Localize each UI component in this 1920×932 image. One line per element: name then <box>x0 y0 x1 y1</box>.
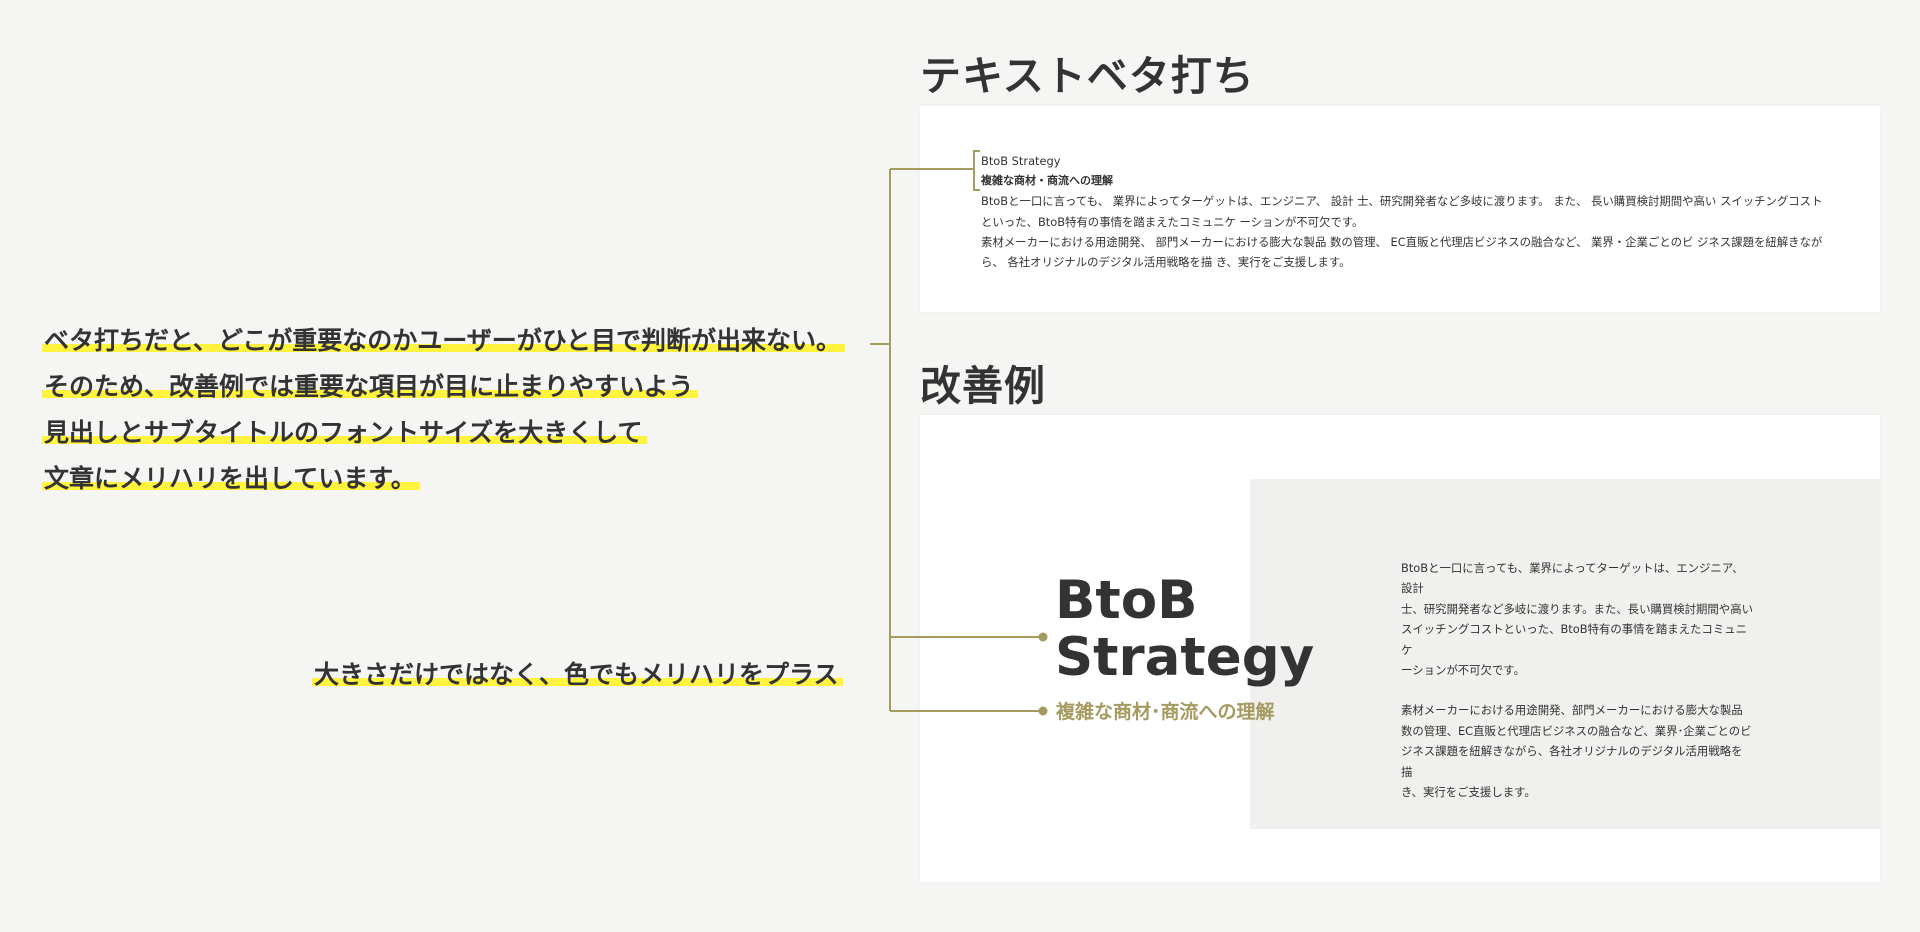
plain-line: BtoBと一口に言っても、 業界によってターゲットは、エンジニア、 設計 士、研… <box>981 194 1823 209</box>
plain-bracket <box>973 150 980 191</box>
improved-title: BtoB Strategy <box>1055 572 1314 686</box>
annotation-line: 文章にメリハリを出しています。 <box>42 456 845 502</box>
connector-dot <box>1038 706 1048 716</box>
improved-paragraph: 素材メーカーにおける用途開発、部門メーカーにおける膨大な製品 数の管理、EC直販… <box>1401 700 1753 802</box>
improved-paragraph: BtoBと一口に言っても、業界によってターゲットは、エンジニア、設計 士、研究開… <box>1401 558 1753 680</box>
plain-line: 素材メーカーにおける用途開発、 部門メーカーにおける膨大な製品 数の管理、 EC… <box>981 234 1823 249</box>
plain-text-body: BtoB Strategy 複雑な商材・商流への理解 BtoBと一口に言っても、… <box>981 151 1823 272</box>
improved-section-title: 改善例 <box>920 362 1046 410</box>
connector-dot <box>1038 632 1048 642</box>
improved-title-line: BtoB <box>1055 570 1198 631</box>
paragraph-line: 素材メーカーにおける用途開発、部門メーカーにおける膨大な製品 <box>1401 703 1743 718</box>
highlight-text: 見出しとサブタイトルのフォントサイズを大きくして <box>42 418 647 447</box>
improved-title-line: Strategy <box>1055 627 1315 688</box>
highlight-text: 文章にメリハリを出しています。 <box>42 464 420 493</box>
annotation-line: 大きさだけではなく、色でもメリハリをプラス <box>312 652 843 698</box>
annotation-line: ベタ打ちだと、どこが重要なのかユーザーがひと目で判断が出来ない。 <box>42 318 846 364</box>
improved-subtitle: 複雑な商材･商流への理解 <box>1056 701 1275 723</box>
paragraph-line: き、実行をご支援します。 <box>1401 785 1536 800</box>
highlight-text: ベタ打ちだと、どこが重要なのかユーザーがひと目で判断が出来ない。 <box>42 326 846 355</box>
plain-title: BtoB Strategy <box>981 154 1061 168</box>
annotation-main: ベタ打ちだと、どこが重要なのかユーザーがひと目で判断が出来ない。 そのため、改善… <box>42 318 846 502</box>
highlight-text: 大きさだけではなく、色でもメリハリをプラス <box>312 660 843 689</box>
plain-line: といった、BtoB特有の事情を踏まえたコミュニケ ーションが不可欠です。 <box>981 214 1364 229</box>
plain-subtitle: 複雑な商材・商流への理解 <box>981 174 1113 188</box>
plain-line: ら、 各社オリジナルのデジタル活用戦略を描 き、実行をご支援します。 <box>981 255 1351 270</box>
paragraph-line: BtoBと一口に言っても、業界によってターゲットは、エンジニア、設計 <box>1401 561 1744 596</box>
annotation-line: 見出しとサブタイトルのフォントサイズを大きくして <box>42 410 845 456</box>
plain-text-panel <box>920 106 1880 312</box>
improved-body: BtoBと一口に言っても、業界によってターゲットは、エンジニア、設計 士、研究開… <box>1401 558 1753 822</box>
annotation-line: そのため、改善例では重要な項目が目に止まりやすいよう <box>42 364 845 410</box>
annotation-color: 大きさだけではなく、色でもメリハリをプラス <box>312 652 843 698</box>
paragraph-line: 士、研究開発者など多岐に渡ります。また、長い購買検討期間や高い <box>1401 601 1753 616</box>
body-background <box>1250 479 1880 829</box>
paragraph-line: スイッチングコストといった、BtoB特有の事情を踏まえたコミュニケ <box>1401 622 1748 657</box>
highlight-text: そのため、改善例では重要な項目が目に止まりやすいよう <box>42 372 698 401</box>
paragraph-line: ジネス課題を紐解きながら、各社オリジナルのデジタル活用戦略を描 <box>1401 744 1743 779</box>
paragraph-line: ーションが不可欠です。 <box>1401 663 1525 678</box>
paragraph-line: 数の管理、EC直販と代理店ビジネスの融合など、業界･企業ごとのビ <box>1401 723 1752 738</box>
plain-section-title: テキストベタ打ち <box>920 52 1255 100</box>
